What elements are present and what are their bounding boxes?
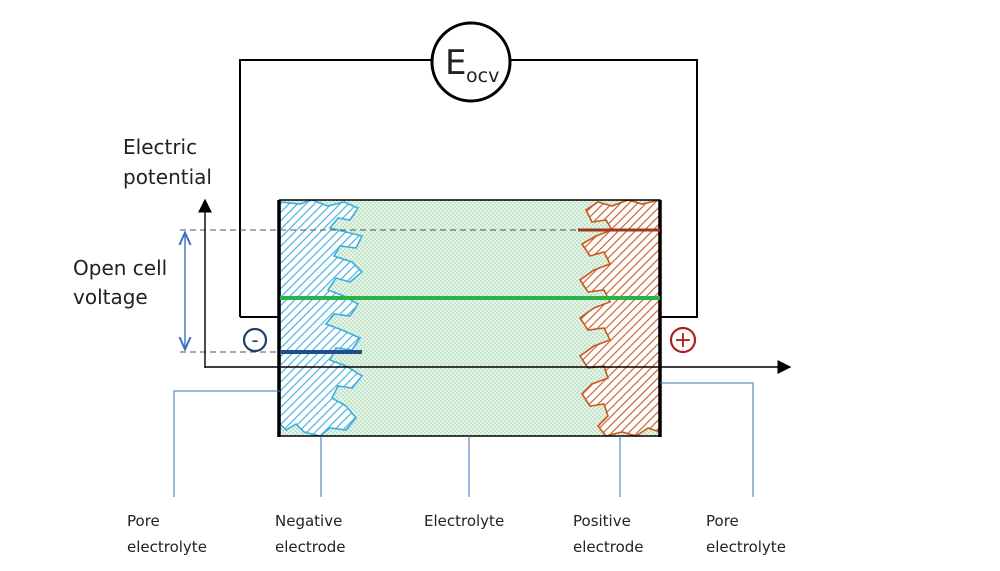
axis-label-line2: potential	[123, 165, 212, 189]
region-labels: Pore electrolyte Negative electrode Elec…	[127, 512, 786, 556]
circuit-wire	[239, 59, 698, 318]
axis-label-line1: Electric	[123, 135, 197, 159]
positive-terminal-sign: +	[674, 328, 692, 353]
leader-lines	[173, 382, 754, 497]
region-label-2-line2: electrode	[275, 538, 346, 556]
voltage-label-line2: voltage	[73, 285, 148, 309]
negative-terminal: -	[242, 327, 268, 353]
region-label-5-line1: Pore	[706, 512, 739, 530]
negative-electrode	[279, 199, 364, 437]
source-symbol-sub: ocv	[466, 65, 499, 87]
region-label-2-line1: Negative	[275, 512, 342, 530]
region-label-4-line2: electrode	[573, 538, 644, 556]
ocv-source: E ocv	[430, 21, 512, 103]
positive-terminal: +	[669, 326, 697, 354]
source-symbol-main: E	[445, 43, 466, 83]
region-label-4-line1: Positive	[573, 512, 631, 530]
negative-terminal-sign: -	[251, 328, 258, 352]
positive-electrode	[578, 199, 661, 437]
region-label-1-line2: electrolyte	[127, 538, 207, 556]
voltage-label-line1: Open cell	[73, 256, 167, 280]
leader-pore-electrolyte-left	[173, 390, 280, 497]
leader-pore-electrolyte-right	[660, 382, 754, 497]
region-label-1-line1: Pore	[127, 512, 160, 530]
region-label-5-line2: electrolyte	[706, 538, 786, 556]
region-label-3-line1: Electrolyte	[424, 512, 504, 530]
